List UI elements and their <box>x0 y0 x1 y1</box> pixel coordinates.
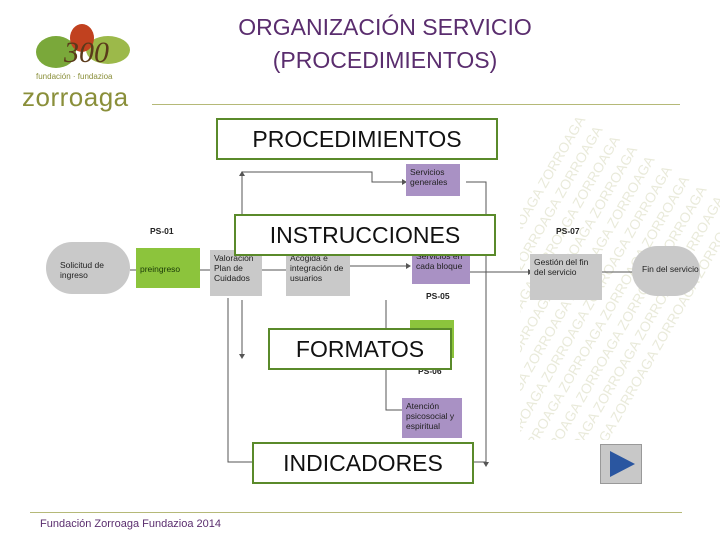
node-gestion-fin: Gestión del fin del servicio <box>530 254 602 300</box>
header-divider <box>152 104 680 105</box>
play-arrow-icon <box>610 451 635 477</box>
node-preingreso: preingreso <box>136 248 200 288</box>
logo-subtitle: fundación · fundazioa <box>36 72 113 81</box>
code-ps06: PS-06 <box>418 366 442 376</box>
page-title-line1: ORGANIZACIÓN SERVICIO <box>238 14 532 40</box>
footer-divider <box>30 512 682 513</box>
code-ps07: PS-07 <box>556 226 580 236</box>
node-acogida: Acogida e integración de usuarios <box>286 250 350 296</box>
label-procedimientos: PROCEDIMIENTOS <box>216 118 498 160</box>
page-title-line2: (PROCEDIMIENTOS) <box>272 47 498 73</box>
next-slide-button[interactable] <box>600 444 642 484</box>
node-valoracion: Valoración Plan de Cuidados <box>210 250 262 296</box>
footer-text: Fundación Zorroaga Fundazioa 2014 <box>40 518 222 530</box>
logo-wordmark: zorroaga <box>22 82 129 112</box>
logo-years: 300 <box>63 36 109 69</box>
label-formatos: FORMATOS <box>268 328 452 370</box>
code-ps01: PS-01 <box>150 226 174 236</box>
label-instrucciones: INSTRUCCIONES <box>234 214 496 256</box>
node-servicios-generales: Servicios generales <box>406 164 460 196</box>
code-ps05: PS-05 <box>426 291 450 301</box>
zorroaga-logo: 300 <box>36 24 130 69</box>
node-solicitud: Solicitud de ingreso <box>46 242 130 294</box>
node-fin-servicio: Fin del servicio <box>632 246 700 296</box>
node-atencion: Atención psicosocial y espiritual <box>402 398 462 438</box>
label-indicadores: INDICADORES <box>252 442 474 484</box>
